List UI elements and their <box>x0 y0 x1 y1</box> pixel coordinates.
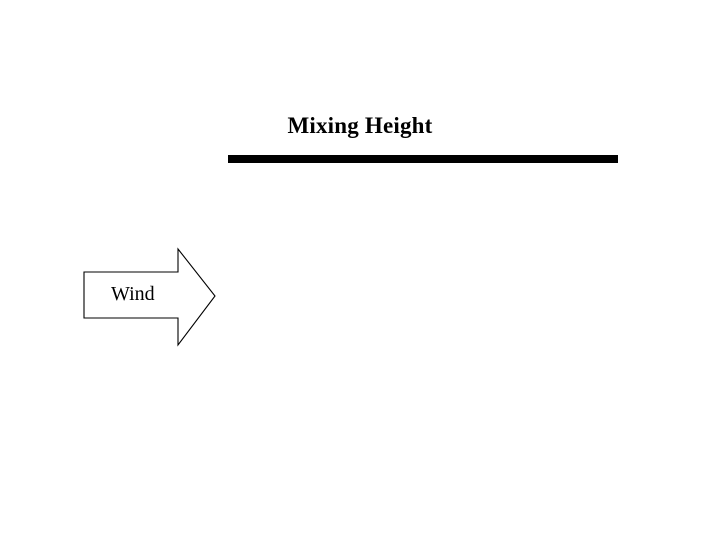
wind-arrow-icon <box>83 247 216 347</box>
arrow-right-icon <box>83 247 216 347</box>
mixing-height-line <box>228 155 618 163</box>
wind-label: Wind <box>111 283 155 305</box>
page-title: Mixing Height <box>287 113 433 138</box>
wind-arrow-shape <box>80 244 220 350</box>
